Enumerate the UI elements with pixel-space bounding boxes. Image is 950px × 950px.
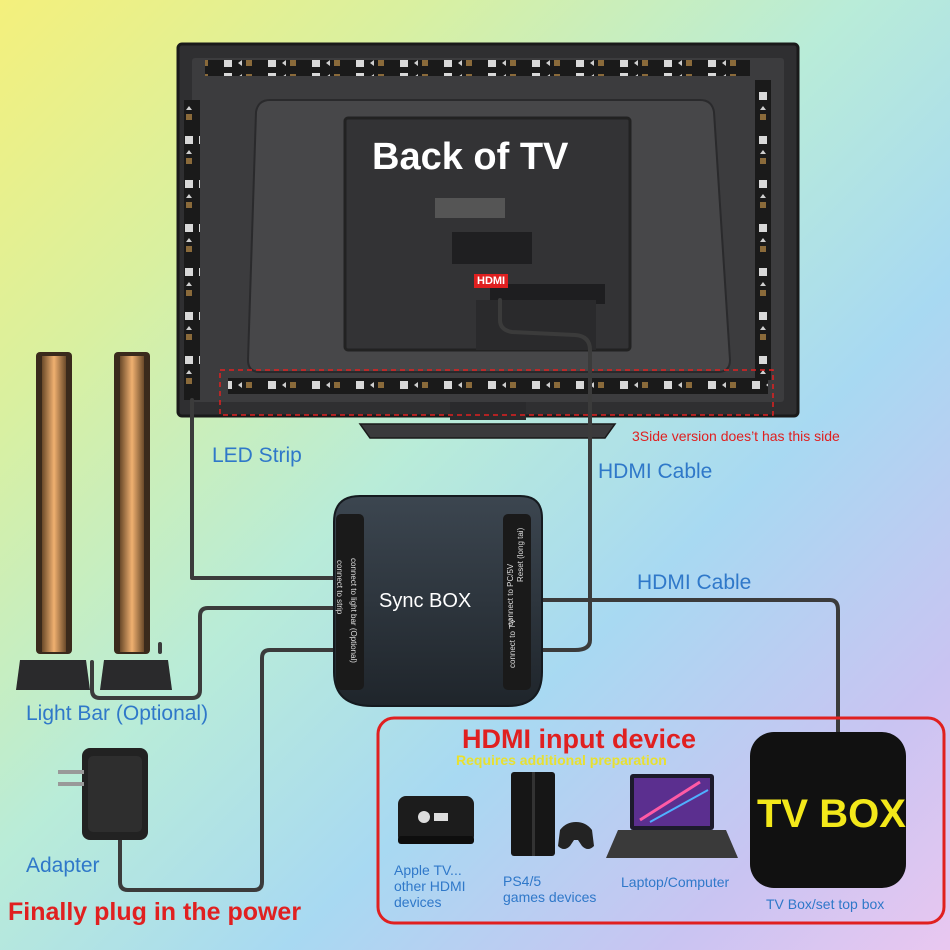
tv-hdmi-cable: [498, 298, 592, 652]
light-bar-icon: [16, 352, 172, 690]
laptop-icon: [606, 774, 738, 858]
device-apple-tv-line3: devices: [394, 894, 442, 910]
hdmi-port-tag: HDMI: [474, 274, 509, 288]
tv-box-icon: [750, 732, 906, 888]
port-lightbar-label: connect to light bar (Optional): [349, 558, 358, 663]
ps4-console-icon: [511, 772, 594, 856]
led-strip-top: [205, 60, 750, 76]
hdmi-input-title: HDMI input device: [462, 724, 697, 754]
hdmi-cable-label-2: HDMI Cable: [637, 571, 752, 594]
sync-box-icon: [333, 495, 543, 707]
adapter-cable: [118, 648, 340, 892]
device-apple-tv-line1: Apple TV...: [394, 862, 462, 878]
device-apple-tv-line2: other HDMI: [394, 878, 466, 894]
power-adapter-icon: [58, 748, 148, 840]
hdmi-input-frame: [376, 716, 946, 925]
device-tvbox-label: TV Box/set top box: [766, 896, 885, 912]
light-bar-label: Light Bar (Optional): [26, 702, 209, 725]
hdmi-cable-label-1: HDMI Cable: [598, 460, 713, 483]
apple-tv-icon: [398, 796, 474, 844]
led-strip-left: [184, 100, 200, 400]
cables: [90, 298, 840, 892]
port-strip-label: connect to strip: [335, 560, 344, 615]
tv-back-icon: [176, 42, 800, 439]
tv-box-brand-text: TV BOX: [757, 792, 906, 836]
device-ps-label: PS4/5 games devices: [503, 873, 596, 905]
tvbox-hdmi-cable: [523, 598, 840, 742]
led-strip-label: LED Strip: [212, 444, 302, 467]
light-bar-cable: [90, 606, 340, 700]
adapter-label: Adapter: [26, 854, 100, 877]
led-strip-bottom: [228, 378, 768, 394]
back-of-tv-title: Back of TV: [372, 136, 569, 178]
led-strip-cable: [190, 398, 340, 580]
final-power-label: Finally plug in the power: [8, 898, 302, 926]
device-ps-line1: PS4/5: [503, 873, 542, 889]
device-apple-tv-label: Apple TV... other HDMI devices: [394, 862, 466, 910]
sync-box-label: Sync BOX: [379, 590, 472, 612]
port-tv-label: connect to TV: [508, 618, 517, 668]
port-reset-label: Reset (long tai): [516, 527, 525, 582]
port-power-label: connect to PC/5V: [506, 563, 515, 626]
device-ps-line2: games devices: [503, 889, 597, 905]
hdmi-input-subtitle: Requires additional preparation: [456, 752, 667, 768]
led-strip-right: [755, 80, 771, 380]
optional-side-outline: [219, 369, 774, 416]
device-laptop-label: Laptop/Computer: [621, 874, 730, 890]
three-side-note: 3Side version does’t has this side: [632, 428, 840, 444]
